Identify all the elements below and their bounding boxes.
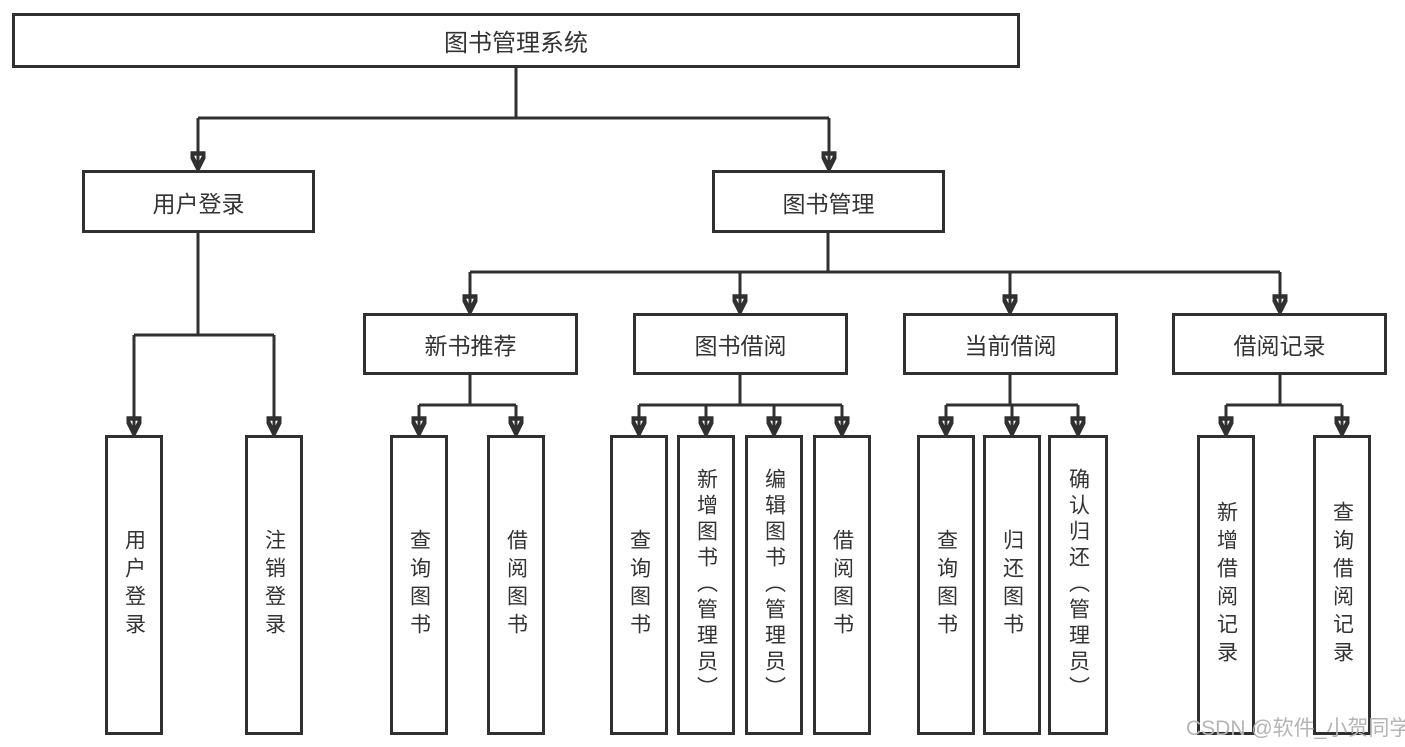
node-library-management-system: 图书管理系统 bbox=[12, 13, 1020, 68]
node-leaf-confirm-return-admin: 确认归还（管理员） bbox=[1048, 435, 1108, 735]
node-borrowing-records: 借阅记录 bbox=[1172, 313, 1387, 375]
node-leaf-borrow-books-recommend: 借阅图书 bbox=[487, 435, 545, 735]
node-leaf-logout: 注销登录 bbox=[245, 435, 303, 735]
node-leaf-query-books-current: 查询图书 bbox=[917, 435, 975, 735]
leaf-label: 借阅图书 bbox=[830, 529, 854, 641]
node-leaf-query-books-borrowing: 查询图书 bbox=[610, 435, 668, 735]
leaf-label: 归还图书 bbox=[1000, 529, 1024, 641]
leaf-label: 查询图书 bbox=[627, 529, 651, 641]
node-leaf-edit-books-admin: 编辑图书（管理员） bbox=[745, 435, 803, 735]
leaf-label: 借阅图书 bbox=[504, 529, 528, 641]
node-user-login: 用户登录 bbox=[82, 170, 315, 233]
node-leaf-add-borrow-record: 新增借阅记录 bbox=[1197, 435, 1255, 735]
node-current-borrowing: 当前借阅 bbox=[903, 313, 1118, 375]
leaf-label: 新增借阅记录 bbox=[1214, 501, 1238, 669]
leaf-label: 新增图书（管理员） bbox=[694, 468, 718, 702]
node-leaf-user-login: 用户登录 bbox=[105, 435, 163, 735]
node-new-book-recommend: 新书推荐 bbox=[363, 313, 578, 375]
leaf-label: 查询图书 bbox=[407, 529, 431, 641]
watermark: CSDN @软件_小贺同学 bbox=[1186, 717, 1405, 740]
leaf-label: 确认归还（管理员） bbox=[1066, 468, 1090, 702]
node-book-management: 图书管理 bbox=[712, 170, 945, 233]
leaf-label: 编辑图书（管理员） bbox=[762, 468, 786, 702]
leaf-label: 查询借阅记录 bbox=[1330, 501, 1354, 669]
leaf-label: 查询图书 bbox=[934, 529, 958, 641]
node-leaf-query-books-recommend: 查询图书 bbox=[390, 435, 448, 735]
leaf-label: 用户登录 bbox=[122, 529, 146, 641]
node-leaf-return-books: 归还图书 bbox=[983, 435, 1041, 735]
node-leaf-add-books-admin: 新增图书（管理员） bbox=[677, 435, 735, 735]
node-leaf-query-borrow-record: 查询借阅记录 bbox=[1313, 435, 1371, 735]
node-book-borrowing: 图书借阅 bbox=[633, 313, 848, 375]
leaf-label: 注销登录 bbox=[262, 529, 286, 641]
node-leaf-borrow-books-borrowing: 借阅图书 bbox=[813, 435, 871, 735]
